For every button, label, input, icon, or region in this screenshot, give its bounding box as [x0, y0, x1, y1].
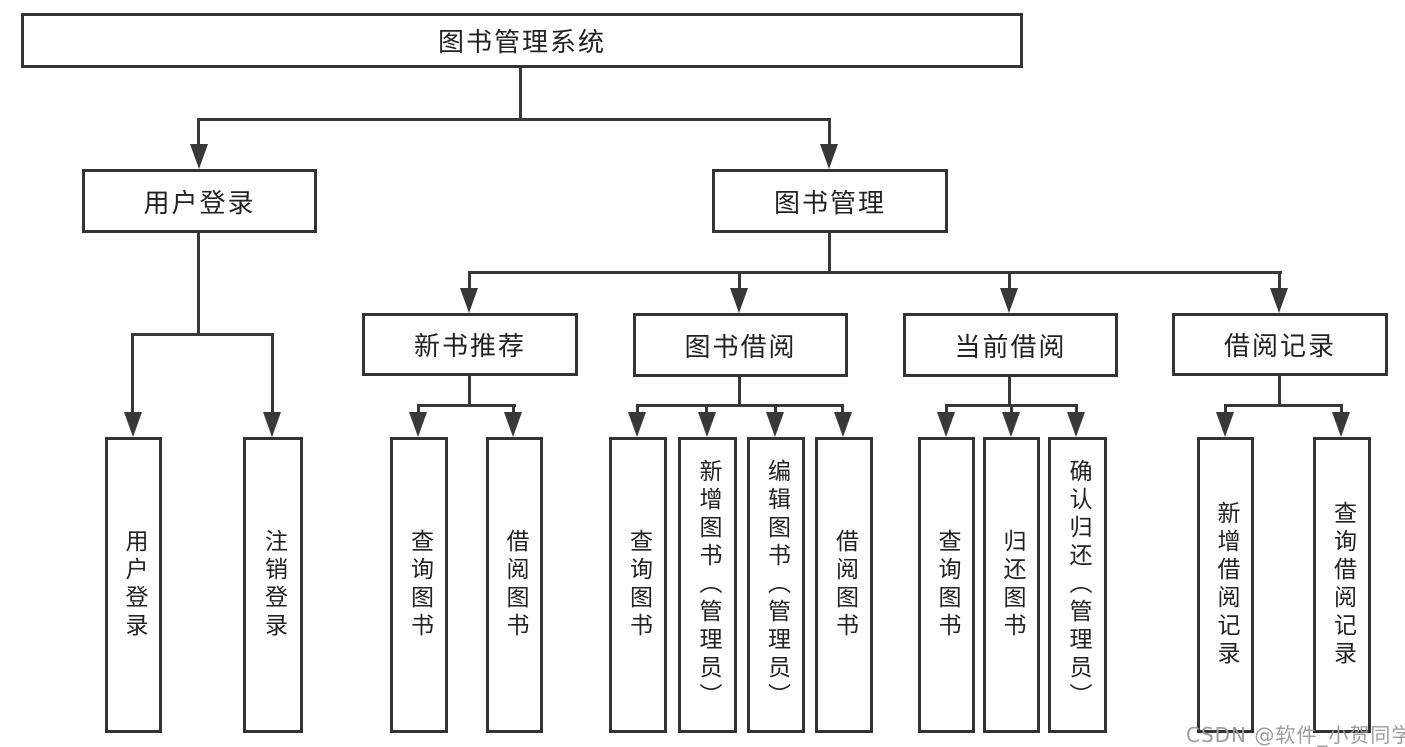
connector-line	[417, 404, 516, 407]
arrowhead-icon	[730, 288, 748, 313]
node-borrowing-borrow-books: 借阅图书	[815, 437, 873, 733]
node-label: 注销登录	[260, 529, 287, 641]
connector-line	[131, 335, 134, 413]
node-label: 图书管理系统	[437, 28, 606, 58]
connector-line	[1224, 406, 1227, 416]
connector-line	[197, 233, 200, 335]
node-label: 新增图书（管理员）	[695, 459, 721, 711]
connector-line	[1008, 273, 1011, 290]
node-label: 当前借阅	[954, 332, 1067, 363]
connector-line	[705, 406, 708, 416]
node-label: 图书借阅	[684, 332, 797, 363]
node-user-login: 用户登录	[82, 169, 317, 233]
node-root: 图书管理系统	[21, 13, 1023, 68]
arrowhead-icon	[1332, 412, 1350, 437]
node-login-user-login: 用户登录	[105, 437, 162, 733]
node-borrowing-query-books: 查询图书	[609, 437, 667, 733]
connector-line	[774, 406, 777, 416]
connector-line	[738, 376, 741, 406]
connector-line	[468, 273, 471, 290]
connector-line	[468, 376, 471, 406]
node-label: 编辑图书（管理员）	[763, 459, 790, 711]
arrowhead-icon	[1002, 412, 1020, 437]
arrowhead-icon	[409, 412, 427, 437]
arrowhead-icon	[263, 412, 281, 437]
node-label: 查询图书	[625, 529, 652, 641]
connector-line	[131, 333, 274, 336]
connector-line	[512, 406, 515, 416]
connector-line	[271, 335, 274, 413]
node-current-borrowing: 当前借阅	[903, 313, 1118, 377]
node-label: 归还图书	[999, 529, 1025, 641]
node-label: 确认归还（管理员）	[1065, 459, 1091, 711]
node-recommend-borrow-books: 借阅图书	[486, 437, 543, 733]
node-label: 借阅记录	[1223, 332, 1336, 362]
arrowhead-icon	[698, 412, 716, 437]
connector-line	[1008, 376, 1011, 406]
arrowhead-icon	[820, 144, 838, 169]
connector-line	[519, 68, 522, 120]
node-current-return-books: 归还图书	[983, 437, 1040, 733]
arrowhead-icon	[766, 412, 784, 437]
node-records-add-borrow-record: 新增借阅记录	[1197, 437, 1254, 733]
node-label: 新书推荐	[413, 332, 526, 362]
connector-line	[945, 404, 1078, 407]
connector-line	[1075, 406, 1078, 416]
node-label: 查询借阅记录	[1329, 501, 1356, 669]
node-label: 用户登录	[121, 529, 147, 641]
node-current-query-books: 查询图书	[918, 437, 975, 733]
arrowhead-icon	[504, 412, 522, 437]
connector-line	[1340, 406, 1343, 416]
connector-line	[197, 118, 831, 121]
connector-line	[1278, 273, 1281, 290]
node-borrowing-records: 借阅记录	[1172, 313, 1388, 376]
arrowhead-icon	[124, 412, 142, 437]
node-login-logout: 注销登录	[243, 437, 303, 733]
connector-line	[1224, 404, 1343, 407]
arrowhead-icon	[1216, 412, 1234, 437]
node-recommend-query-books: 查询图书	[390, 437, 448, 733]
node-records-query-borrow-record: 查询借阅记录	[1313, 437, 1371, 733]
connector-line	[197, 120, 200, 146]
node-label: 图书管理	[773, 188, 886, 219]
node-label: 借阅图书	[831, 529, 858, 641]
arrowhead-icon	[460, 288, 478, 313]
connector-line	[841, 406, 844, 416]
connector-line	[417, 406, 420, 416]
arrowhead-icon	[937, 412, 955, 437]
node-current-confirm-return-admin: 确认归还（管理员）	[1048, 437, 1107, 733]
connector-line	[636, 404, 844, 407]
connector-line	[636, 406, 639, 416]
connector-line	[468, 271, 1282, 274]
node-label: 用户登录	[143, 188, 256, 219]
arrowhead-icon	[1270, 288, 1288, 313]
node-book-borrowing: 图书借阅	[633, 313, 848, 377]
arrowhead-icon	[1000, 288, 1018, 313]
connector-line	[945, 406, 948, 416]
node-label: 借阅图书	[502, 529, 528, 641]
connector-line	[1010, 406, 1013, 416]
connector-line	[828, 120, 831, 146]
connector-line	[1278, 376, 1281, 406]
connector-line	[828, 233, 831, 273]
arrowhead-icon	[190, 144, 208, 169]
node-borrowing-add-books-admin: 新增图书（管理员）	[678, 437, 737, 733]
watermark: CSDN @软件_小贺同学	[1186, 723, 1405, 747]
node-new-book-recommend: 新书推荐	[362, 313, 578, 376]
node-label: 查询图书	[406, 529, 433, 641]
node-label: 新增借阅记录	[1213, 501, 1239, 669]
arrowhead-icon	[1067, 412, 1085, 437]
node-borrowing-edit-books-admin: 编辑图书（管理员）	[747, 437, 805, 733]
arrowhead-icon	[834, 412, 852, 437]
node-book-management: 图书管理	[712, 169, 948, 233]
arrowhead-icon	[628, 412, 646, 437]
node-label: 查询图书	[934, 529, 960, 641]
connector-line	[738, 273, 741, 290]
